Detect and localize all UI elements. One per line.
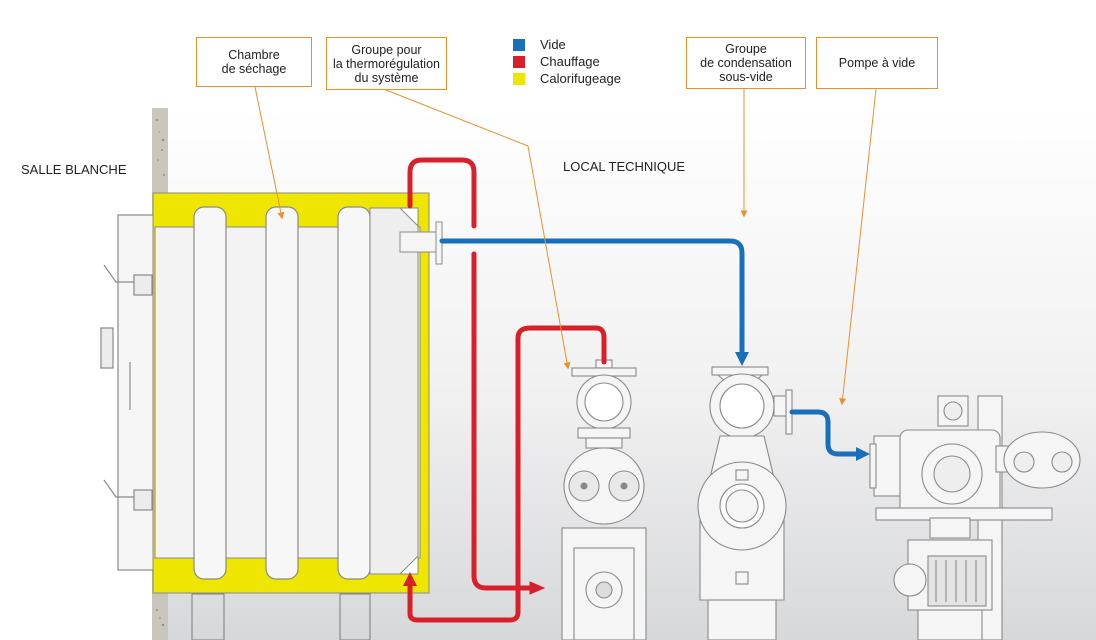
- callout-thermoregulation-group: Groupe pour la thermorégulation du systè…: [326, 37, 447, 90]
- legend-item-chauffage: Chauffage: [513, 53, 621, 70]
- callout-condensation-group: Groupe de condensation sous-vide: [686, 37, 806, 89]
- vacuum-condensation-unit: [697, 366, 793, 640]
- callout-line: sous-vide: [719, 70, 773, 84]
- legend-item-vide: Vide: [513, 36, 621, 53]
- callout-drying-chamber: Chambre de séchage: [196, 37, 312, 87]
- vacuum-pump-unit: [869, 395, 1081, 640]
- vacuum-circuit: [439, 238, 861, 457]
- callout-line: du système: [354, 70, 419, 85]
- callout-line: Groupe: [725, 42, 767, 56]
- legend-swatch-vacuum: [513, 38, 525, 51]
- condenser-cone: [369, 207, 419, 575]
- callout-leaders: [254, 86, 877, 406]
- chamber-door: [100, 214, 155, 571]
- callout-line: Pompe à vide: [838, 56, 916, 70]
- legend-label: Chauffage: [540, 54, 600, 69]
- callout-vacuum-pump: Pompe à vide: [816, 37, 938, 89]
- cleanroom-label: SALLE BLANCHE: [21, 162, 127, 177]
- callout-line: la thermorégulation: [332, 56, 440, 71]
- vacuum-arrow-down: [735, 352, 749, 366]
- legend-label: Calorifugeage: [540, 71, 621, 86]
- chamber-legs: [191, 593, 371, 640]
- legend-swatch-heating: [513, 55, 525, 68]
- heating-circuit: [407, 157, 607, 623]
- callout-line: Groupe pour: [351, 42, 422, 57]
- wall-texture: [156, 119, 165, 627]
- heating-plates: [193, 206, 371, 580]
- heating-arrow-up: [403, 572, 417, 586]
- heating-arrow-right: [529, 581, 546, 595]
- callout-line: de condensation: [700, 56, 792, 70]
- legend-label: Vide: [540, 37, 566, 52]
- vacuum-arrow-right: [856, 447, 870, 461]
- legend-swatch-insulation: [513, 72, 525, 85]
- technical-room-label: LOCAL TECHNIQUE: [563, 159, 686, 174]
- legend: Vide Chauffage Calorifugeage: [513, 36, 621, 87]
- callout-line: de séchage: [221, 62, 287, 76]
- thermoregulation-unit: [561, 359, 647, 640]
- callout-line: Chambre: [228, 48, 280, 62]
- legend-item-calorifugeage: Calorifugeage: [513, 70, 621, 87]
